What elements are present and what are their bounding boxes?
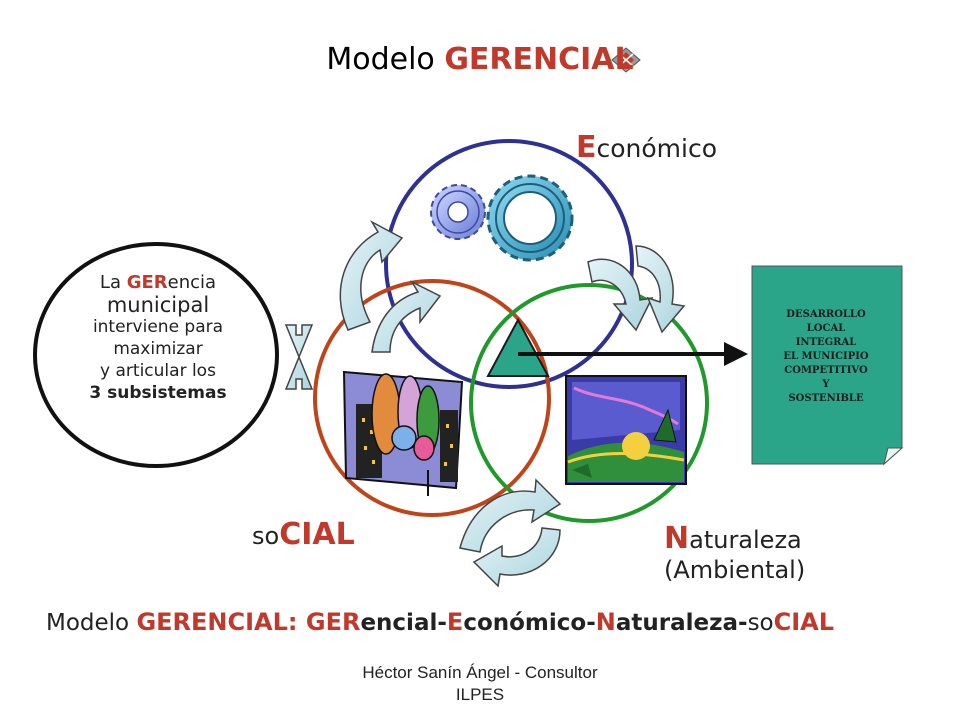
title-grid-icon bbox=[611, 47, 641, 73]
gerencia-line1: La GERencia bbox=[58, 272, 258, 294]
label-social: soCIAL bbox=[252, 517, 355, 552]
economico-circle bbox=[384, 139, 634, 389]
gears-icon bbox=[430, 174, 574, 262]
economico-rest: conómico bbox=[596, 134, 718, 163]
output-arrow bbox=[518, 342, 748, 366]
desarrollo-line: EL MUNICIPIO bbox=[783, 351, 869, 362]
naturaleza-rest: aturaleza bbox=[689, 526, 802, 554]
summary-part8: CIAL bbox=[773, 608, 835, 636]
title-emphasis: GERENCIAL bbox=[444, 42, 634, 77]
footer-line2: ILPES bbox=[455, 685, 505, 704]
gerencia-line4: maximizar bbox=[113, 339, 203, 359]
gerencia-ellipse bbox=[33, 242, 279, 468]
naturaleza-name: Naturaleza bbox=[664, 524, 805, 555]
summary-part4: conómico- bbox=[463, 610, 596, 636]
desarrollo-line: SOSTENIBLE bbox=[788, 393, 864, 404]
gerencia-line6: 3 subsistemas bbox=[89, 383, 227, 403]
social-prefix: so bbox=[252, 522, 280, 550]
economico-initial: E bbox=[576, 130, 597, 165]
gerencia-description: La GERencia municipal interviene para ma… bbox=[58, 272, 258, 404]
summary-part2: encial- bbox=[360, 610, 447, 636]
gerencia-line3: interviene para bbox=[92, 317, 224, 337]
desarrollo-line: Y bbox=[822, 379, 830, 390]
cycle-arrow-left bbox=[339, 220, 442, 353]
footer-credit: Héctor Sanín Ángel - Consultor ILPES bbox=[0, 662, 960, 706]
naturaleza-initial: N bbox=[664, 521, 690, 556]
social-emphasis: CIAL bbox=[279, 517, 355, 552]
label-naturaleza: Naturaleza (Ambiental) bbox=[664, 524, 805, 585]
summary-part5: N bbox=[595, 608, 616, 636]
social-clipart-icon bbox=[342, 370, 464, 496]
social-circle bbox=[313, 279, 551, 517]
summary-part7: so bbox=[747, 610, 774, 636]
gerencia-line1-prefix: La bbox=[99, 272, 127, 293]
footer-line1: Héctor Sanín Ángel - Consultor bbox=[362, 663, 598, 682]
gerencia-line5: y articular los bbox=[100, 361, 216, 381]
center-triangle bbox=[486, 317, 550, 377]
desarrollo-note bbox=[751, 265, 904, 466]
page-title: Modelo GERENCIAL bbox=[0, 42, 960, 77]
double-arrow-icon bbox=[284, 324, 314, 390]
summary-part3: E bbox=[446, 608, 464, 636]
desarrollo-line: COMPETITIVO bbox=[784, 365, 868, 376]
naturaleza-circle bbox=[469, 283, 709, 523]
cycle-arrow-bottom bbox=[459, 478, 562, 588]
title-prefix: Modelo bbox=[326, 42, 445, 77]
gerencia-line1-suffix: encia bbox=[167, 272, 217, 293]
summary-prefix: Modelo bbox=[46, 610, 137, 636]
gerencia-line1-emphasis: GER bbox=[126, 272, 168, 293]
cycle-arrow-right bbox=[587, 245, 686, 334]
desarrollo-line: LOCAL bbox=[806, 323, 846, 334]
model-summary-line: Modelo GERENCIAL: GERencial-Económico-Na… bbox=[46, 608, 834, 636]
summary-part6: aturaleza- bbox=[615, 610, 748, 636]
summary-part1: GERENCIAL: GER bbox=[136, 608, 361, 636]
naturaleza-qualifier: (Ambiental) bbox=[664, 556, 806, 584]
desarrollo-line: INTEGRAL bbox=[795, 337, 857, 348]
gerencia-line2: municipal bbox=[106, 293, 210, 317]
label-economico: Económico bbox=[576, 130, 717, 165]
desarrollo-line: DESARROLLO bbox=[786, 309, 866, 320]
desarrollo-note-text: DESARROLLO LOCAL INTEGRAL EL MUNICIPIO C… bbox=[754, 308, 898, 406]
nature-clipart-icon bbox=[565, 375, 687, 485]
